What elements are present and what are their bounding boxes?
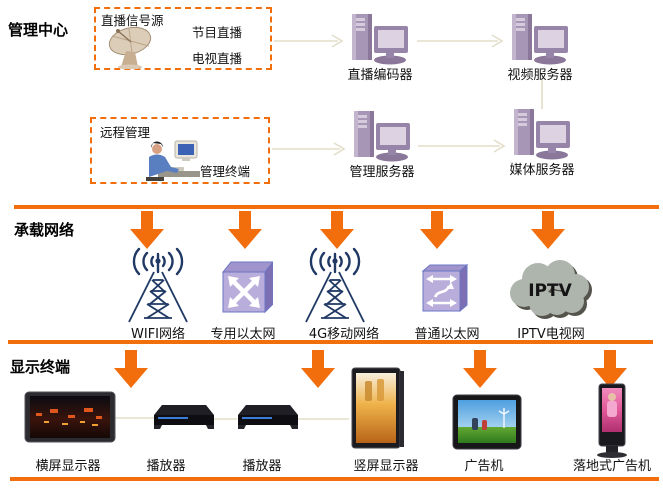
server-icon — [512, 14, 568, 65]
network-item-label: WIFI网络 — [131, 327, 185, 342]
network-item-label: 普通以太网 — [414, 327, 480, 342]
down-arrow-icon — [228, 211, 262, 249]
down-arrow-icon — [531, 211, 565, 249]
ad-display-icon — [452, 394, 522, 450]
network-item-label: 4G移动网络 — [308, 327, 380, 342]
down-arrow-icon — [320, 211, 354, 249]
network-item-label: 专用以太网 — [210, 327, 276, 342]
live-source-line2: 电视直播 — [192, 51, 243, 66]
section-title-network: 承载网络 — [14, 221, 75, 239]
radio-tower-icon — [128, 247, 188, 323]
server-label: 直播编码器 — [347, 68, 413, 83]
terminal-item-label: 广告机 — [464, 459, 504, 474]
terminal-item-label: 播放器 — [242, 459, 282, 474]
terminal-item-label: 横屏显示器 — [35, 459, 101, 474]
divider-bottom — [10, 477, 659, 481]
section-title-management: 管理中心 — [8, 21, 69, 39]
media-player-icon — [154, 405, 214, 429]
live-source-title: 直播信号源 — [101, 13, 164, 28]
management-terminal-label: 管理终端 — [200, 164, 251, 179]
server-label: 管理服务器 — [349, 165, 415, 180]
down-arrow-icon — [463, 350, 497, 388]
server-icon — [354, 111, 410, 162]
terminal-item-label: 竖屏显示器 — [353, 459, 419, 474]
down-arrow-icon — [114, 350, 148, 388]
router-icon — [421, 264, 469, 312]
down-arrow-icon — [593, 350, 627, 388]
portrait-display-icon — [351, 367, 404, 449]
live-source-box: 直播信号源 节目直播 电视直播 — [94, 7, 272, 70]
server-icon — [352, 14, 408, 65]
down-arrow-icon — [420, 211, 454, 249]
live-source-line1: 节目直播 — [192, 25, 243, 40]
landscape-display-icon — [24, 391, 116, 443]
terminal-item-label: 播放器 — [146, 459, 186, 474]
down-arrow-icon — [301, 350, 335, 388]
remote-management-box: 远程管理 管理终端 — [90, 117, 270, 184]
down-arrow-icon — [130, 211, 164, 249]
divider-top — [14, 205, 659, 209]
divider-middle — [8, 340, 653, 344]
media-player-icon — [238, 405, 298, 429]
iptv-cloud-text: IPTV — [528, 281, 572, 301]
floor-kiosk-icon — [597, 383, 627, 458]
operator-at-computer-icon — [146, 140, 200, 181]
server-icon — [514, 109, 570, 160]
section-title-terminals: 显示终端 — [10, 358, 71, 376]
radio-tower-icon — [305, 247, 365, 323]
ethernet-switch-icon — [221, 261, 273, 314]
remote-management-title: 远程管理 — [100, 125, 151, 140]
satellite-dish-icon — [108, 26, 152, 69]
server-label: 媒体服务器 — [509, 163, 575, 178]
iptv-cloud-icon: IPTV — [510, 260, 592, 319]
network-item-label: IPTV电视网 — [517, 327, 585, 342]
terminal-item-label: 落地式广告机 — [572, 459, 652, 474]
server-label: 视频服务器 — [507, 68, 573, 83]
